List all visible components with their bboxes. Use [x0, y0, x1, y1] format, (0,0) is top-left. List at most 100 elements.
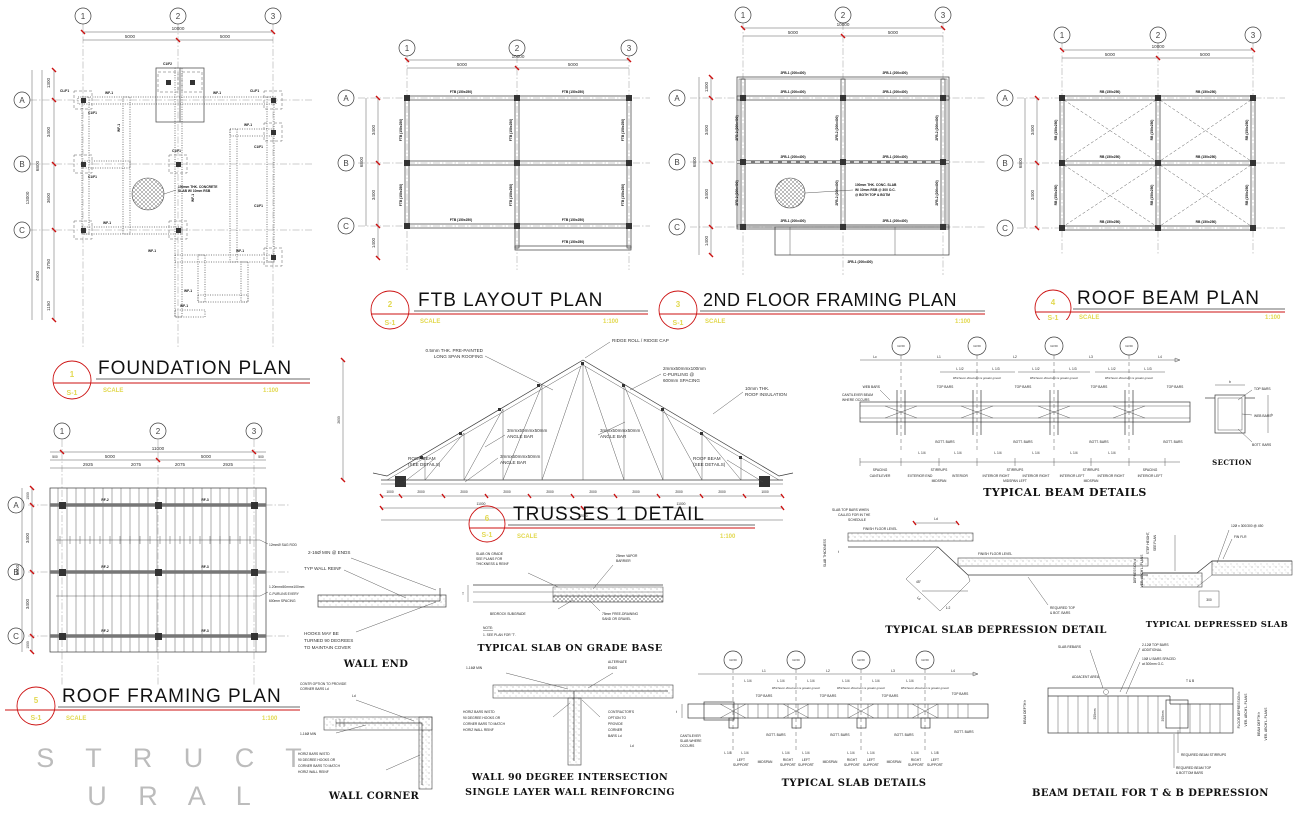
- svg-text:VER. ARCH'L. PLANS: VER. ARCH'L. PLANS: [1264, 707, 1268, 741]
- svg-text:TOP BARS: TOP BARS: [1167, 385, 1184, 389]
- svg-text:BOTT. BARS: BOTT. BARS: [1163, 440, 1183, 444]
- depression-labels: SLAB TOP BARS WHEN CALLED FOR IN THE SCH…: [823, 508, 1144, 615]
- wall-corner-drawing: [323, 699, 433, 790]
- beam-bar-labels: WEB BARS TOP BARS TOP BARS TOP BARS TOP …: [842, 385, 1184, 455]
- svg-text:1:100: 1:100: [263, 388, 279, 394]
- svg-text:(SEE DETAILS): (SEE DETAILS): [408, 462, 441, 467]
- svg-text:5: 5: [34, 696, 39, 705]
- svg-text:MIDSPAN: MIDSPAN: [823, 760, 838, 764]
- svg-text:SCHEDULE: SCHEDULE: [848, 518, 867, 522]
- svg-text:L 1/4: L 1/4: [954, 451, 961, 455]
- svg-text:2FB-1 (200x400): 2FB-1 (200x400): [882, 90, 907, 94]
- svg-text:1000: 1000: [386, 490, 394, 494]
- grid-col-2: 2: [176, 12, 181, 21]
- svg-text:0.5mm THK. PRE-PAINTED: 0.5mm THK. PRE-PAINTED: [425, 348, 483, 353]
- svg-text:GRID: GRID: [857, 658, 866, 662]
- svg-text:22000: 22000: [578, 514, 587, 518]
- svg-text:S-1: S-1: [1048, 315, 1059, 320]
- svg-text:HORIZ WALL REINF: HORIZ WALL REINF: [298, 770, 329, 774]
- foundation-title: 1 S-1 FOUNDATION PLAN SCALE 1:100: [52, 358, 310, 400]
- svg-text:RB (150x250): RB (150x250): [1245, 185, 1249, 206]
- dim: 6800: [35, 160, 40, 171]
- roof-beam-labels: RB (150x250) RB (150x250) RB (150x250) R…: [1054, 90, 1249, 224]
- detail-title: TRUSSES 1 DETAIL: [513, 504, 705, 525]
- member-label: RF-2: [101, 629, 108, 633]
- svg-text:SPACING: SPACING: [873, 468, 888, 472]
- svg-text:2: 2: [388, 300, 393, 309]
- foundation-walls: [77, 67, 277, 318]
- svg-text:REQUIRED BEAM STIRRUPS: REQUIRED BEAM STIRRUPS: [1181, 753, 1227, 757]
- svg-text:WF-1: WF-1: [191, 194, 195, 202]
- columns: [1059, 95, 1256, 231]
- svg-text:MIDSPAN: MIDSPAN: [932, 479, 947, 483]
- dim: 11000: [152, 446, 165, 451]
- dim: 1400: [704, 235, 709, 246]
- wall-corner-panel: CONTR OPTION TO PROVIDE CORNER BARS Ld L…: [298, 682, 433, 802]
- wall-90-drawing: [492, 672, 674, 766]
- svg-text:SLAB TOP BARS WHEN: SLAB TOP BARS WHEN: [832, 508, 869, 512]
- svg-text:W/ 10mm RSB @ 300 O.C.: W/ 10mm RSB @ 300 O.C.: [855, 188, 896, 192]
- svg-text:SUPPORT: SUPPORT: [780, 763, 796, 767]
- svg-text:CALLED FOR IN THE: CALLED FOR IN THE: [838, 513, 871, 517]
- svg-text:& BOTTOM BARS: & BOTTOM BARS: [1176, 771, 1204, 775]
- dim: 13000: [25, 191, 30, 204]
- dim: 3400: [704, 188, 709, 199]
- svg-text:SUPPORT: SUPPORT: [908, 763, 924, 767]
- svg-text:C1/F1: C1/F1: [254, 145, 263, 149]
- svg-text:L3: L3: [891, 669, 895, 673]
- svg-text:CORNER BARS TO MATCH: CORNER BARS TO MATCH: [298, 764, 341, 768]
- svg-text:FIN FLR: FIN FLR: [1234, 535, 1247, 539]
- svg-text:3mmx50mmx50mm: 3mmx50mmx50mm: [500, 454, 541, 459]
- svg-text:FTB (150x250): FTB (150x250): [562, 218, 584, 222]
- svg-text:RB (150x250): RB (150x250): [1150, 185, 1154, 206]
- svg-text:3mmx50mmx50mm: 3mmx50mmx50mm: [507, 428, 548, 433]
- svg-text:2000: 2000: [546, 490, 554, 494]
- svg-text:GRID: GRID: [921, 658, 930, 662]
- svg-text:CL/F1: CL/F1: [60, 89, 69, 93]
- svg-text:S-1: S-1: [482, 532, 493, 539]
- svg-text:SCALE: SCALE: [420, 319, 440, 325]
- roof-framing-plan-panel: 1 2 3 A B C 11000 500 5000 5000 500 2925…: [5, 422, 305, 726]
- dim: 5000: [888, 30, 899, 35]
- svg-text:2-16Ø MIN @ ENDS: 2-16Ø MIN @ ENDS: [308, 550, 350, 555]
- detail-title: TYPICAL BEAM DETAILS: [983, 486, 1146, 499]
- tbd-labels: SLAB REBARS 2-12Ø TOP BARS ADDITIONAL 10…: [1058, 643, 1268, 775]
- purlin-dots-row: 1.20mmx50mmx100mm C-PURLINS EVERY 600mm …: [56, 585, 305, 603]
- svg-text:SUPPORT: SUPPORT: [844, 763, 860, 767]
- svg-text:10mm THK.: 10mm THK.: [745, 386, 769, 391]
- svg-text:600mm SPACING: 600mm SPACING: [663, 378, 700, 383]
- svg-text:HOOKS MAY BE: HOOKS MAY BE: [304, 631, 339, 636]
- svg-text:BEAM DEPTH h: BEAM DEPTH h: [1257, 712, 1261, 736]
- svg-text:SLAB WHERE: SLAB WHERE: [680, 739, 702, 743]
- svg-text:2FB-1 (200x400): 2FB-1 (200x400): [882, 71, 907, 75]
- beam-labels: 2FB-1 (200x400) 2FB-1 (200x400) 2FB-1 (2…: [735, 71, 939, 264]
- svg-text:FTB (150x250): FTB (150x250): [509, 184, 513, 206]
- svg-text:Ld: Ld: [916, 596, 922, 602]
- svg-text:T & B: T & B: [1186, 679, 1195, 683]
- roof-framing-title: 5 S-1 ROOF FRAMING PLAN SCALE 1:100: [5, 686, 300, 726]
- grid-col-1: 1: [60, 427, 65, 436]
- svg-text:PROVIDE: PROVIDE: [608, 722, 624, 726]
- svg-text:TOP BARS: TOP BARS: [1091, 385, 1108, 389]
- dim: 10000: [512, 54, 525, 59]
- dim: 3750: [46, 258, 51, 269]
- svg-text:2600: 2600: [337, 416, 341, 424]
- svg-text:SUPPORT: SUPPORT: [927, 763, 943, 767]
- support-labels: L 1/8 L 1/4 L 1/4 L 1/4 L 1/4 L 1/4 L 1/…: [724, 751, 943, 767]
- ftb-title: 2 S-1 FTB LAYOUT PLAN SCALE 1:100: [370, 290, 648, 330]
- svg-text:REQUIRED BEAM TOP: REQUIRED BEAM TOP: [1176, 766, 1212, 770]
- svg-text:CONTRACTOR'S: CONTRACTOR'S: [608, 710, 635, 714]
- span-dims: L1 L2 L3 L4 L 1/4 L 1/4 L 1/4 L 1/4 L 1/…: [698, 669, 979, 690]
- svg-text:BARS Ld: BARS Ld: [608, 734, 622, 738]
- dim: 2075: [175, 462, 186, 467]
- columns: [404, 95, 632, 229]
- svg-text:C1/F1: C1/F1: [172, 149, 181, 153]
- svg-text:SPACING: SPACING: [1143, 468, 1158, 472]
- truss-leaders: [403, 341, 764, 483]
- detail-title-line1: WALL 90 DEGREE INTERSECTION: [471, 772, 668, 783]
- svg-text:300mm: 300mm: [1161, 710, 1165, 721]
- svg-text:1-16Ø MIN: 1-16Ø MIN: [300, 732, 317, 736]
- svg-text:90 DEGREE HOOKS OR: 90 DEGREE HOOKS OR: [298, 758, 336, 762]
- second-floor-title: 3 S-1 2ND FLOOR FRAMING PLAN SCALE 1:100: [658, 290, 985, 330]
- svg-text:RB (150x250): RB (150x250): [1150, 120, 1154, 141]
